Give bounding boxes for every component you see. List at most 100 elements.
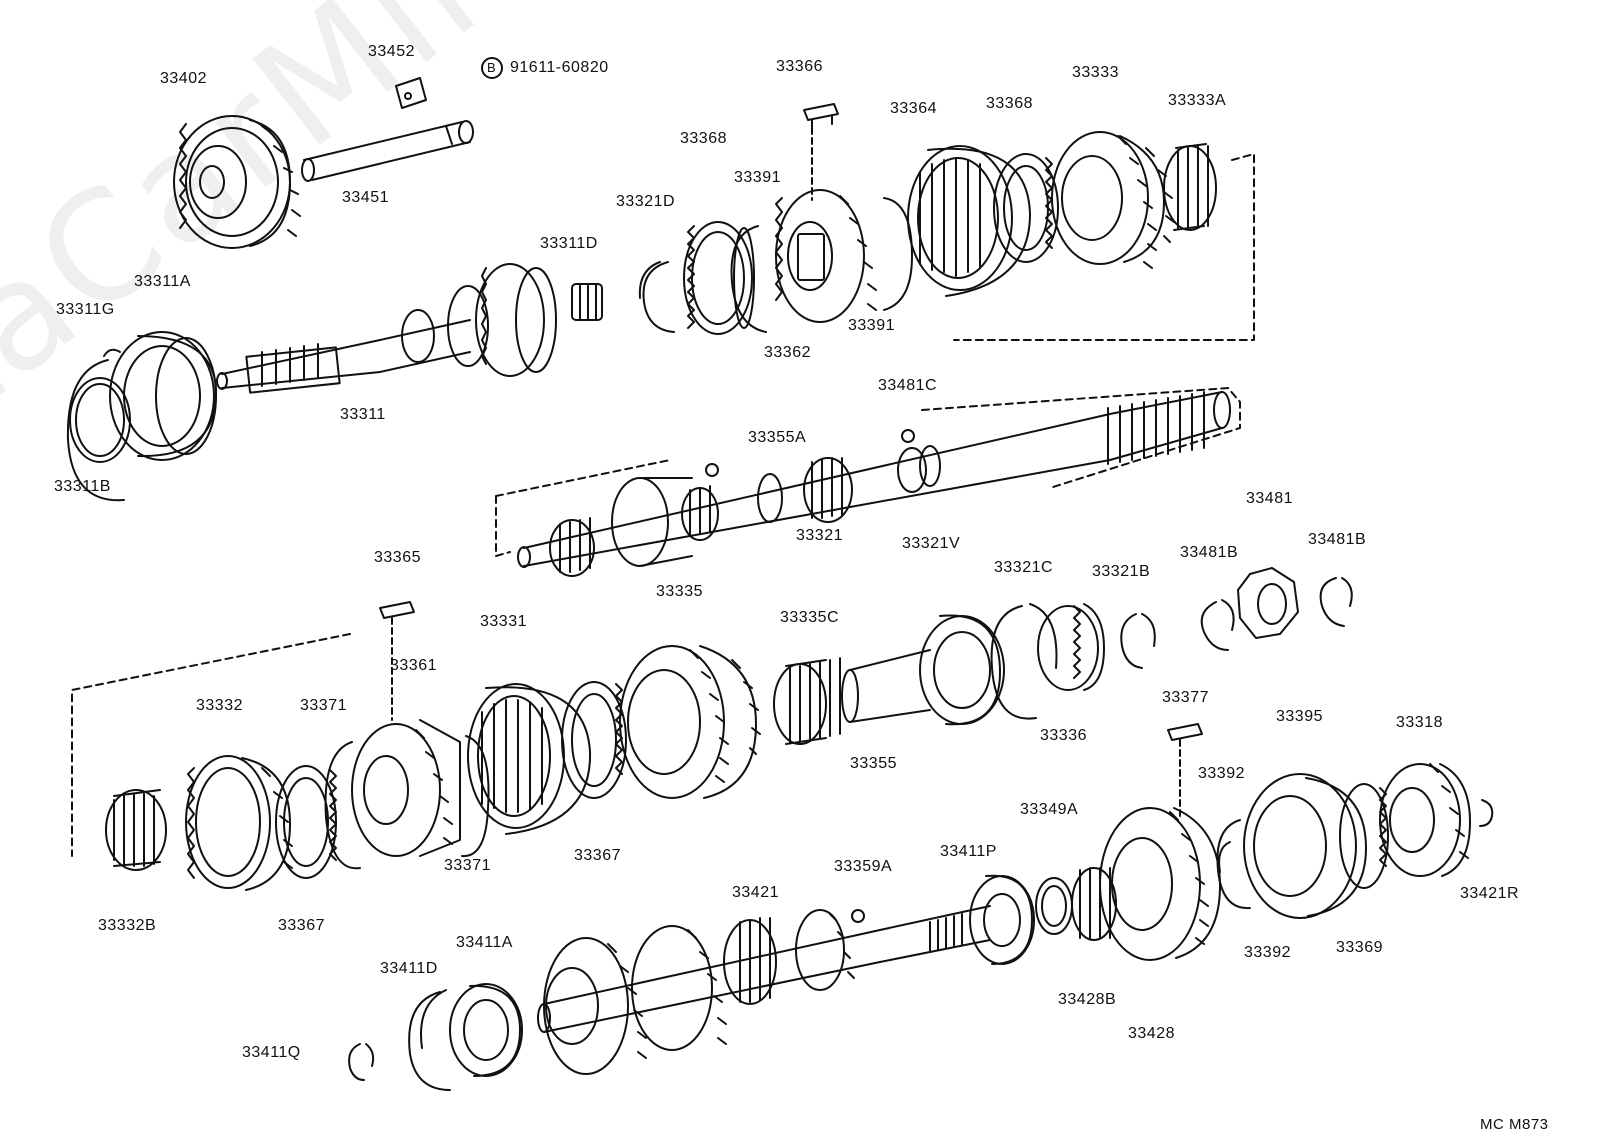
part-33377-shift-key [1167,723,1203,821]
label-33411P: 33411P [940,843,997,860]
part-33452-key [395,77,427,109]
part-33349A-washer [1035,877,1073,935]
part-33391-key-spring [730,225,767,333]
part-33321-output-shaft [517,391,1231,577]
label-33377: 33377 [1162,689,1209,706]
part-33311-input-shaft [216,263,557,394]
label-33481C: 33481C [878,377,938,394]
label-33411A: 33411A [456,934,513,951]
part-33395-sleeve [1243,773,1367,919]
part-33365-shift-key [379,601,415,721]
part-33366-shift-key [803,103,839,201]
part-33311A-bearing [109,331,218,461]
label-33349A: 33349A [1020,801,1079,818]
label-33391-right: 33391 [848,317,895,334]
part-33368-synchro-ring [683,221,755,335]
part-33311D-bearing [571,283,603,321]
part-33481-nut [1237,567,1299,639]
part-33367-synchro-ring-2 [561,681,627,799]
figure-code: MC M873 [1480,1116,1549,1133]
part-33369-synchro-ring [1339,783,1389,889]
part-counter-shaft-spline [879,905,991,963]
label-33367-mid: 33367 [574,847,621,864]
part-33451-shaft [301,120,474,182]
label-bolt-91611-60820: 91611-60820 [510,59,609,76]
part-33333-gear [1051,131,1175,269]
label-33367-left: 33367 [278,917,325,934]
bolt-symbol-circle [481,57,503,79]
part-33428-gear [1099,807,1221,961]
label-33333A: 33333A [1168,92,1227,109]
part-33359A-ball [851,909,865,923]
label-33452: 33452 [368,43,415,60]
part-33321D-snap-ring [638,261,675,333]
part-33421R-snap-ring [1479,799,1494,827]
part-33368-synchro-ring-2 [993,153,1059,263]
label-33428B: 33428B [1058,991,1117,1008]
guide-line-mid-left [71,633,351,857]
part-33333A-needle-bearing [1163,143,1217,231]
label-33321B: 33321B [1092,563,1151,580]
label-33321D: 33321D [616,193,676,210]
label-33361: 33361 [390,657,437,674]
label-33355: 33355 [850,755,897,772]
label-33336: 33336 [1040,727,1087,744]
part-33364-sleeve [907,145,1031,297]
part-33411A-bearing [449,983,523,1077]
part-33336-gear [1037,603,1105,691]
part-33311B-snap-ring [69,377,131,463]
label-33371-top: 33371 [300,697,347,714]
part-33391-key-spring-2 [883,197,913,311]
guide-line-shaft-right [921,387,1241,489]
part-33371-key-spring [324,741,361,870]
part-33481C-ball [901,429,915,443]
label-33311A: 33311A [134,273,191,290]
label-33392-bottom: 33392 [1244,944,1291,961]
part-33411Q-snap-ring [348,1043,375,1081]
guide-line-shaft-left [495,459,671,557]
label-33321C: 33321C [994,559,1054,576]
part-33321C-snap-ring [990,603,1058,720]
part-33421-counter-gear [537,909,881,1075]
label-33395: 33395 [1276,708,1323,725]
label-33335C: 33335C [780,609,840,626]
label-33428: 33428 [1128,1025,1175,1042]
label-33362: 33362 [764,344,811,361]
label-33421: 33421 [732,884,779,901]
label-33332B: 33332B [98,917,157,934]
label-33366: 33366 [776,58,823,75]
label-33365: 33365 [374,549,421,566]
part-33321B-snap-ring [1120,613,1156,669]
label-33411Q: 33411Q [242,1044,301,1061]
label-33311: 33311 [340,406,386,423]
label-33335: 33335 [656,583,703,600]
label-33481: 33481 [1246,490,1293,507]
part-33321V-bearing [919,614,1005,726]
label-33321: 33321 [796,527,843,544]
label-33331: 33331 [480,613,527,630]
label-33421R: 33421R [1460,885,1520,902]
label-33392-top: 33392 [1198,765,1245,782]
part-33481B-snap-ring [1200,599,1235,651]
label-33311G: 33311G [56,301,115,318]
part-33481B-snap-ring-2 [1319,577,1353,627]
label-33391-left: 33391 [734,169,781,186]
part-33318-gear [1379,763,1471,877]
label-33402: 33402 [160,70,207,87]
part-33311G-snap-ring [66,348,125,502]
label-33481B-right: 33481B [1308,531,1367,548]
label-33318: 33318 [1396,714,1443,731]
guide-line-top [953,153,1255,341]
bolt-symbol: B [487,60,497,75]
part-33332B-needle-bearing [105,789,167,871]
part-33355A-ball [705,463,719,477]
part-33428B-needle-bearing [1071,867,1117,941]
label-33332: 33332 [196,697,243,714]
label-33355A: 33355A [748,429,807,446]
label-33359A: 33359A [834,858,893,875]
part-33367-synchro-ring [275,765,337,879]
part-33335-gear [619,645,761,799]
label-33371-bottom: 33371 [444,857,491,874]
label-33411D: 33411D [380,960,438,977]
